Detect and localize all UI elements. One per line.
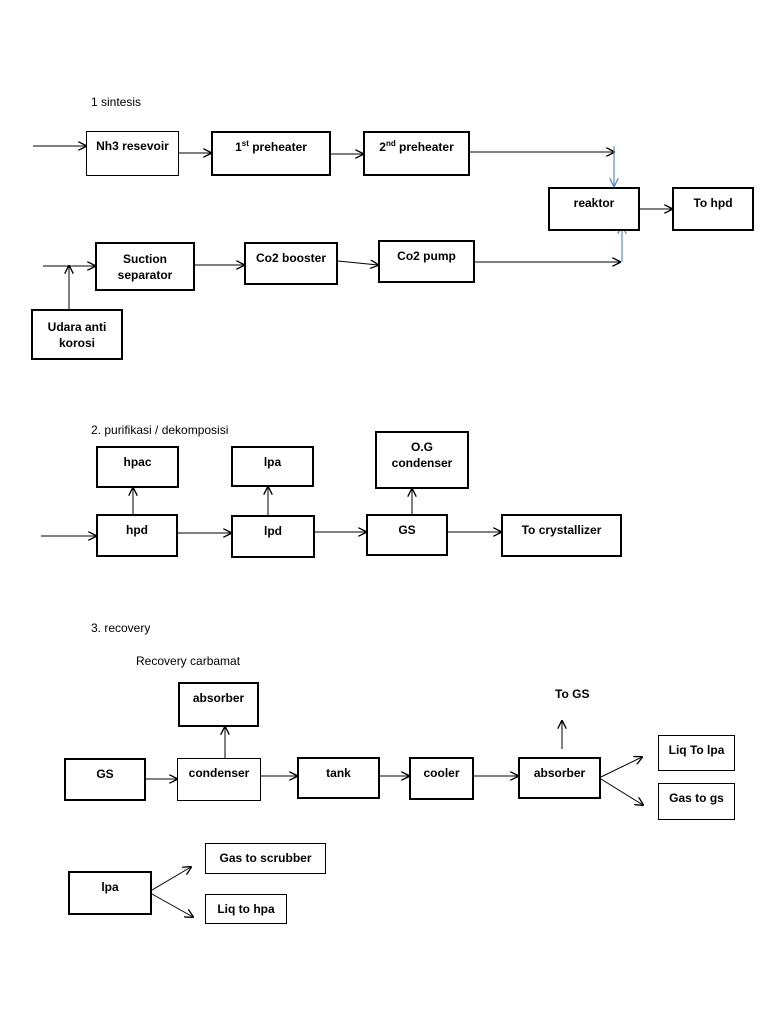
co2-pump-box: Co2 pump [378, 240, 475, 283]
to-crystallizer-label: To crystallizer [521, 523, 602, 537]
og-condenser-label: O.G condenser [392, 439, 453, 471]
lpd-label: lpd [264, 524, 282, 538]
udara-line-2: korosi [58, 335, 95, 350]
gas-to-scrubber-box: Gas to scrubber [205, 843, 326, 874]
lpa-to-hpa-arrow [151, 893, 193, 917]
preheater-1-text: preheater [248, 140, 307, 154]
preheater-2-label: 2nd preheater [379, 139, 454, 155]
lpa-to-scrubber-arrow [151, 867, 191, 891]
co2-booster-box: Co2 booster [244, 242, 338, 285]
section-3-title: 3. recovery [91, 621, 151, 635]
section-1-title: 1 sintesis [91, 95, 142, 109]
lpa-top-label: lpa [263, 455, 282, 469]
liq-to-hpa-label: Liq to hpa [217, 902, 275, 916]
gs-purification-box: GS [366, 514, 448, 556]
reaktor-label: reaktor [573, 196, 615, 210]
liq-to-hpa-box: Liq to hpa [205, 894, 287, 924]
preheater-1-ordinal: st [241, 139, 249, 148]
liq-to-lpa-box: Liq To lpa [658, 735, 735, 771]
preheater-2-number: 2 [379, 140, 386, 154]
to-crystallizer-box: To crystallizer [501, 514, 622, 557]
cooler-box: cooler [409, 757, 474, 800]
preheater-1-box: 1st preheater [211, 131, 331, 176]
absorber-top-box: absorber [178, 682, 259, 727]
section-3-subtitle: Recovery carbamat [136, 654, 241, 668]
booster-to-pump-arrow [337, 261, 378, 265]
co2-booster-label: Co2 booster [255, 251, 326, 265]
preheater-1-number: 1 [235, 140, 242, 154]
gas-to-scrubber-label: Gas to scrubber [219, 851, 312, 865]
tank-label: tank [326, 766, 351, 780]
absorber-to-gas-arrow [600, 778, 643, 805]
og-line-2: condenser [391, 456, 453, 470]
absorber-main-box: absorber [518, 757, 601, 799]
preheater-1-label: 1st preheater [235, 139, 307, 155]
gs-purification-label: GS [398, 523, 416, 537]
og-line-1: O.G [410, 440, 433, 454]
gs-recovery-label: GS [96, 767, 114, 781]
hpd-box: hpd [96, 514, 178, 557]
hpac-box: hpac [96, 446, 179, 488]
og-condenser-box: O.G condenser [375, 431, 469, 489]
suction-line-2: separator [117, 267, 173, 282]
gs-recovery-box: GS [64, 758, 146, 801]
lpa-bottom-label: lpa [101, 880, 119, 894]
condenser-label: condenser [188, 766, 250, 780]
lpa-top-box: lpa [231, 446, 314, 487]
suction-line-1: Suction [122, 251, 167, 266]
preheater-2-ordinal: nd [385, 139, 396, 148]
to-gs-label: To GS [555, 687, 590, 701]
hpd-label: hpd [126, 523, 148, 537]
nh3-reservoir-label: Nh3 resevoir [96, 139, 169, 153]
condenser-box: condenser [177, 758, 261, 801]
gas-to-gs-label: Gas to gs [669, 791, 724, 805]
lpa-bottom-box: lpa [68, 871, 152, 915]
lpd-box: lpd [231, 515, 315, 558]
absorber-top-label: absorber [192, 691, 245, 705]
tank-box: tank [297, 757, 380, 799]
gas-to-gs-box: Gas to gs [658, 783, 735, 820]
reaktor-box: reaktor [548, 187, 640, 231]
section-2-title: 2. purifikasi / dekomposisi [91, 423, 229, 437]
liq-to-lpa-label: Liq To lpa [668, 743, 725, 757]
nh3-reservoir-box: Nh3 resevoir [86, 131, 179, 176]
preheater-2-box: 2nd preheater [363, 131, 470, 176]
absorber-to-liq-arrow [600, 757, 642, 778]
udara-line-1: Udara anti [47, 319, 107, 334]
to-hpd-box: To hpd [672, 187, 754, 231]
hpac-label: hpac [123, 455, 152, 469]
cooler-label: cooler [423, 766, 460, 780]
co2-pump-label: Co2 pump [397, 249, 456, 263]
preheater-2-text: preheater [395, 140, 454, 154]
to-hpd-label: To hpd [693, 196, 733, 210]
absorber-main-label: absorber [533, 766, 586, 780]
